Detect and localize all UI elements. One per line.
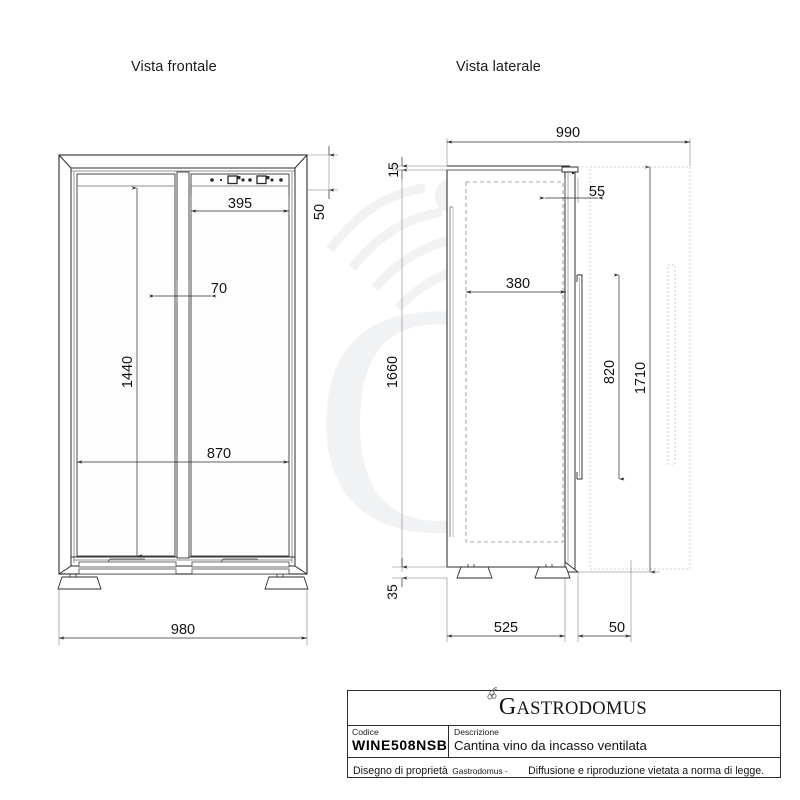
front-ventilation-grille-right bbox=[191, 558, 290, 575]
dim-label-1440: 1440 bbox=[120, 356, 136, 388]
side-foot-front bbox=[534, 566, 571, 579]
control-display-1 bbox=[227, 175, 245, 185]
front-foot-left bbox=[57, 576, 102, 590]
dim-395 bbox=[190, 196, 290, 215]
dim-label-50: 50 bbox=[312, 204, 328, 220]
front-dimension-labels: 395 70 1440 870 50 980 bbox=[120, 196, 328, 638]
front-base-miter-right bbox=[294, 565, 308, 575]
side-view-dimensions bbox=[392, 138, 691, 642]
product-description-value: Cantina vino da incasso ventilata bbox=[454, 738, 647, 753]
dim-label-820: 820 bbox=[602, 360, 618, 384]
dim-35 bbox=[392, 558, 447, 587]
dim-990 bbox=[446, 138, 691, 166]
side-door-open-envelope bbox=[589, 166, 691, 570]
side-cabinet-outline bbox=[446, 169, 566, 568]
dim-525 bbox=[446, 578, 566, 642]
dim-label-1710: 1710 bbox=[633, 362, 649, 394]
front-center-mullion bbox=[176, 171, 190, 559]
control-display-2 bbox=[256, 175, 274, 185]
title-block-description-cell: Descrizione Cantina vino da incasso vent… bbox=[449, 726, 780, 757]
front-right-door bbox=[190, 173, 290, 557]
side-foot-rear bbox=[456, 566, 493, 579]
dim-1710 bbox=[578, 165, 660, 574]
dim-label-55: 55 bbox=[589, 184, 605, 200]
front-ventilation-grille-left bbox=[78, 558, 177, 575]
dim-label-70: 70 bbox=[211, 281, 227, 297]
product-code-value: WINE508NSB bbox=[352, 737, 448, 753]
dim-label-380: 380 bbox=[506, 276, 530, 292]
front-view-dimensions bbox=[58, 146, 338, 645]
cornice-miter-left bbox=[58, 154, 72, 169]
footer-notice-text: Diffusione e riproduzione vietata a norm… bbox=[528, 765, 765, 777]
front-base-miter-left bbox=[58, 565, 72, 575]
description-label: Descrizione bbox=[454, 727, 499, 737]
dim-980 bbox=[58, 589, 308, 645]
side-door-handle bbox=[576, 274, 583, 480]
cornice-miter-right bbox=[294, 154, 308, 169]
dim-label-990: 990 bbox=[556, 125, 580, 141]
dim-label-980: 980 bbox=[171, 622, 195, 638]
control-led-4 bbox=[279, 178, 283, 182]
brand-logo: GASTRODOMUS bbox=[487, 687, 647, 721]
brand-logo-rest: ASTRODOMUS bbox=[516, 699, 647, 719]
control-led-1 bbox=[210, 178, 214, 182]
title-block-footer-row: Disegno di proprietà Gastrodomus - Diffu… bbox=[348, 758, 780, 777]
dim-50-side bbox=[577, 560, 632, 642]
control-panel[interactable] bbox=[210, 175, 283, 185]
brand-logo-initial: G bbox=[498, 694, 517, 720]
dim-55 bbox=[539, 178, 604, 203]
dim-label-35: 35 bbox=[384, 584, 400, 600]
dim-50-front bbox=[307, 146, 338, 199]
dim-label-1660: 1660 bbox=[385, 356, 401, 388]
dim-label-395: 395 bbox=[228, 196, 252, 212]
dim-label-15: 15 bbox=[385, 162, 401, 178]
view-title-side: Vista laterale bbox=[456, 59, 541, 75]
side-view-geometry bbox=[446, 165, 691, 579]
title-block-logo-row: GASTRODOMUS bbox=[348, 687, 780, 726]
side-door-leaf bbox=[564, 166, 576, 573]
front-view-geometry bbox=[57, 154, 309, 590]
dim-label-870: 870 bbox=[207, 446, 231, 462]
dim-label-50s: 50 bbox=[609, 620, 625, 636]
front-foot-right bbox=[264, 576, 309, 590]
control-led-3 bbox=[248, 178, 252, 182]
footer-property-text: Disegno di proprietà bbox=[353, 765, 448, 777]
view-title-front: Vista frontale bbox=[131, 59, 217, 75]
side-dimension-labels: 990 15 55 380 1660 820 1710 35 525 50 bbox=[384, 125, 649, 636]
grape-icon bbox=[487, 687, 498, 700]
dim-label-525: 525 bbox=[494, 620, 518, 636]
dim-1660 bbox=[398, 169, 406, 572]
front-left-door bbox=[76, 173, 176, 557]
footer-brand-text: Gastrodomus - bbox=[452, 766, 508, 776]
title-block: GASTRODOMUS Codice WINE508NSB Descrizion… bbox=[347, 687, 781, 778]
code-label: Codice bbox=[352, 727, 379, 737]
title-block-code-cell: Codice WINE508NSB bbox=[348, 726, 449, 757]
side-interior-niche-hidden bbox=[465, 181, 564, 543]
side-door-top-cap bbox=[561, 166, 579, 173]
control-led-2 bbox=[219, 178, 223, 182]
title-block-data-row: Codice WINE508NSB Descrizione Cantina vi… bbox=[348, 726, 780, 758]
dim-70 bbox=[149, 280, 217, 302]
